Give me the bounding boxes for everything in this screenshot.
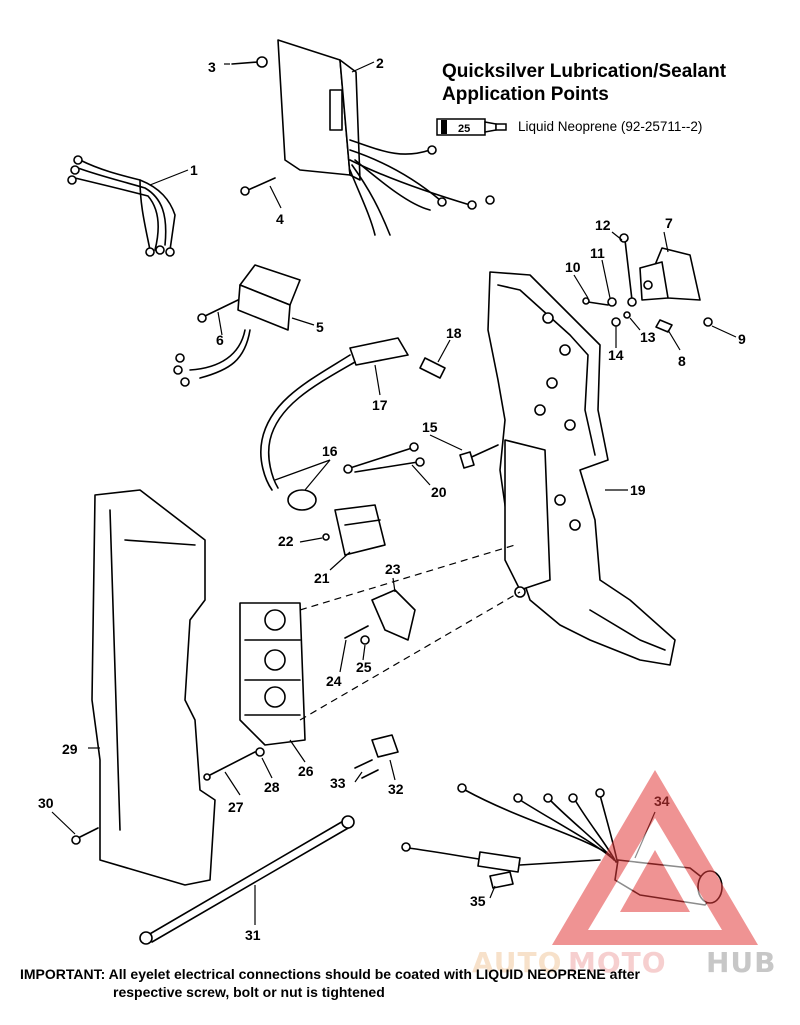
callout-27: 27 [228, 799, 244, 815]
part-23-bracket [371, 589, 416, 641]
callout-20: 20 [431, 484, 447, 500]
watermark-hub: HUB [706, 946, 777, 979]
callout-24: 24 [326, 673, 342, 689]
part-1-wire-harness [67, 155, 176, 257]
callout-31: 31 [245, 927, 261, 943]
legend-text: Liquid Neoprene (92-25711--2) [518, 119, 703, 134]
callout-19: 19 [630, 482, 646, 498]
legend-tube-number: 25 [458, 123, 470, 135]
callout-1: 1 [190, 162, 198, 178]
part-20-jumper [343, 442, 425, 474]
callout-35: 35 [470, 893, 486, 909]
callout-22: 22 [278, 533, 294, 549]
part-16-boot [287, 489, 317, 511]
part-35-fuse [489, 871, 514, 889]
part-6-screw [197, 299, 239, 323]
sealant-tube-icon: 25 [436, 118, 507, 136]
callout-3: 3 [208, 59, 216, 75]
part-33-screws [354, 759, 379, 779]
callout-7: 7 [665, 215, 673, 231]
part-27-bolt [203, 751, 256, 781]
part-2-module [277, 39, 495, 236]
callout-25: 25 [356, 659, 372, 675]
callout-10: 10 [565, 259, 581, 275]
callout-16: 16 [322, 443, 338, 459]
part-8-bolt [655, 319, 673, 333]
part-29-cover [91, 489, 216, 886]
part-28-washer [255, 747, 265, 757]
part-30-screw [71, 827, 99, 845]
callout-5: 5 [316, 319, 324, 335]
callout-9: 9 [738, 331, 746, 347]
part-13-washer [623, 311, 631, 319]
callout-14: 14 [608, 347, 624, 363]
automotohub-watermark: AUTO MOTO HUB [472, 770, 777, 979]
watermark-moto: MOTO [568, 946, 667, 979]
part-25-nut [360, 635, 370, 645]
callout-12: 12 [595, 217, 611, 233]
part-12-lead [619, 233, 637, 307]
callout-2: 2 [376, 55, 384, 71]
callout-21: 21 [314, 570, 330, 586]
alignment-lines [299, 544, 521, 721]
part-5-regulator [173, 264, 301, 387]
callout-32: 32 [388, 781, 404, 797]
callout-6: 6 [216, 332, 224, 348]
part-11-washer [607, 297, 617, 307]
important-note: IMPORTANT: All eyelet electrical connect… [20, 965, 790, 1001]
callout-11: 11 [590, 245, 605, 261]
part-7-solenoid [639, 247, 701, 301]
callout-23: 23 [385, 561, 401, 577]
part-24-screw [344, 625, 369, 639]
part-22-nut [322, 533, 330, 541]
callout-8: 8 [678, 353, 686, 369]
title-line-1: Quicksilver Lubrication/Sealant [442, 61, 727, 82]
callout-17: 17 [372, 397, 388, 413]
note-line-2: respective screw, bolt or nut is tighten… [113, 984, 385, 1000]
callout-4: 4 [276, 211, 284, 227]
sealant-legend: 25 Liquid Neoprene (92-25711--2) [436, 116, 756, 138]
part-10-screw [582, 297, 609, 306]
note-line-1: IMPORTANT: All eyelet electrical connect… [20, 966, 640, 982]
callout-33: 33 [330, 775, 346, 791]
callout-29: 29 [62, 741, 78, 757]
callout-26: 26 [298, 763, 314, 779]
callout-15: 15 [422, 419, 438, 435]
part-31-ground-strap [139, 815, 355, 945]
part-17-spark-lead [260, 337, 409, 491]
part-32-clamp [371, 734, 399, 758]
part-26-coil-pack [239, 602, 306, 746]
callout-13: 13 [640, 329, 656, 345]
part-14-nut [611, 317, 621, 327]
part-15-bolt [459, 444, 499, 469]
callout-18: 18 [446, 325, 462, 341]
callout-30: 30 [38, 795, 54, 811]
callout-labels: 1 2 3 4 5 6 7 8 9 10 11 12 13 14 15 16 1… [38, 55, 746, 943]
title-line-2: Application Points [442, 84, 609, 105]
callout-28: 28 [264, 779, 280, 795]
part-19-mounting-plate [487, 271, 676, 666]
part-4-screw [240, 177, 276, 196]
part-18-spark-plug [419, 357, 446, 379]
part-3-screw [231, 56, 268, 68]
watermark-auto: AUTO [472, 946, 562, 979]
part-21-rectifier [334, 504, 386, 556]
diagram-title: Quicksilver Lubrication/Sealant Applicat… [442, 60, 726, 106]
part-9-nut [703, 317, 713, 327]
